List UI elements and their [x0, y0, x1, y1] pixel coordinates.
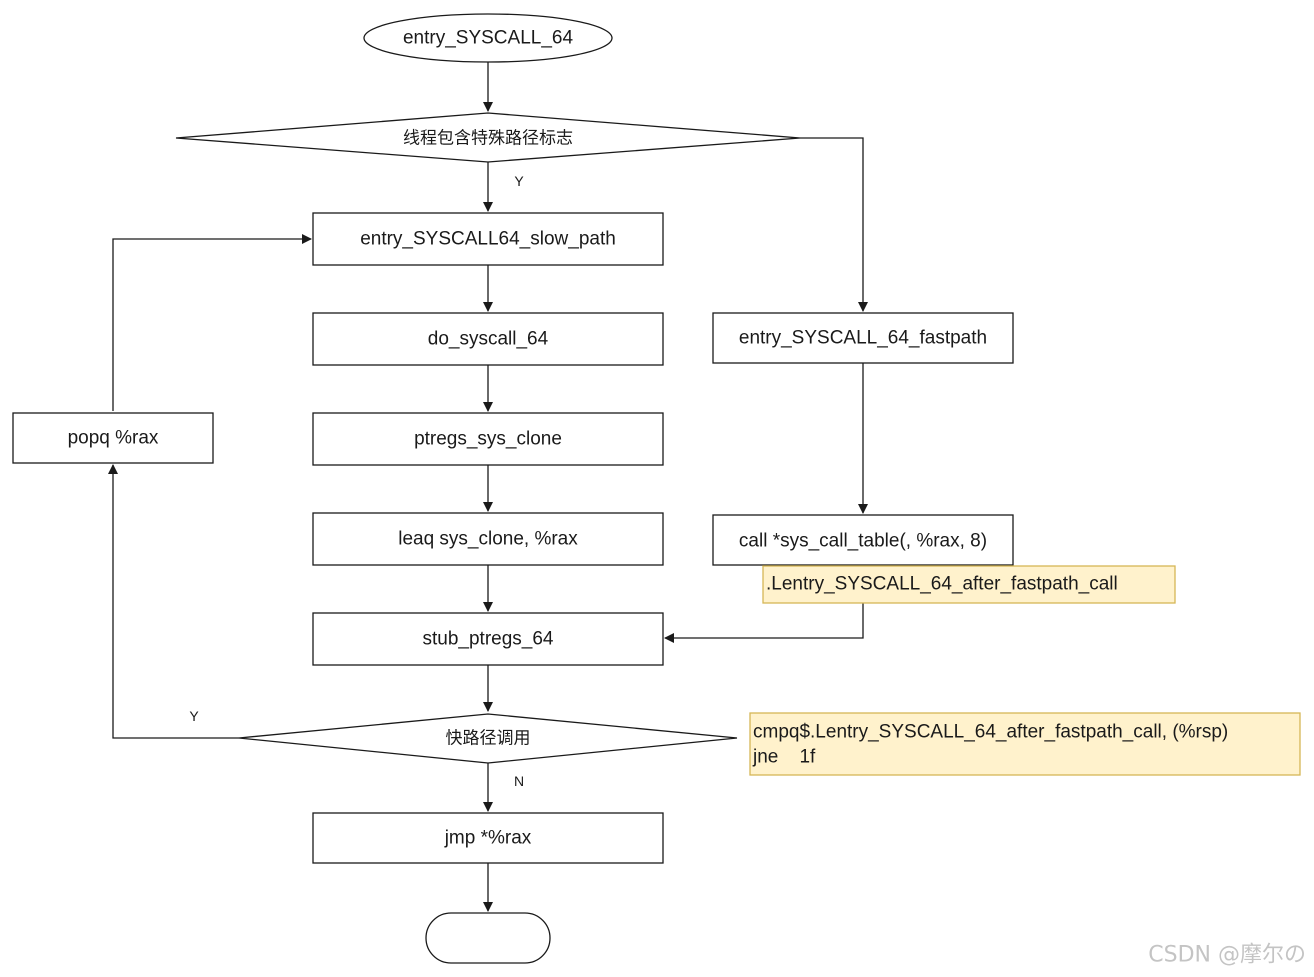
node-call-table-label: call *sys_call_table(, %rax, 8): [739, 531, 987, 552]
edge-label-flag-yes: Y: [514, 173, 524, 189]
node-slow-path: entry_SYSCALL64_slow_path: [312, 212, 664, 266]
edges: [108, 62, 868, 912]
node-slow-path-label: entry_SYSCALL64_slow_path: [360, 229, 616, 250]
node-ptregs-sys-clone: ptregs_sys_clone: [312, 412, 664, 466]
node-fastpath-label: entry_SYSCALL_64_fastpath: [739, 328, 987, 349]
node-do-syscall: do_syscall_64: [312, 312, 664, 366]
node-call-table: call *sys_call_table(, %rax, 8): [712, 514, 1014, 566]
edge-label-fast-no: N: [514, 773, 524, 789]
node-decision-fastpath: 快路径调用: [238, 713, 738, 764]
edge-decision-to-fastpath: [800, 137, 868, 312]
node-do-syscall-label: do_syscall_64: [428, 329, 549, 350]
node-fastpath: entry_SYSCALL_64_fastpath: [712, 312, 1014, 364]
node-stub-ptregs-label: stub_ptregs_64: [423, 629, 554, 650]
edge-label-fast-yes: Y: [189, 708, 199, 724]
note-cmpq-line2: jne 1f: [752, 747, 816, 768]
note-cmpq: cmpq$.Lentry_SYSCALL_64_after_fastpath_c…: [749, 712, 1301, 776]
edge-call-to-stub: [664, 603, 864, 643]
node-leaq: leaq sys_clone, %rax: [312, 512, 664, 566]
node-decision-fastpath-label: 快路径调用: [446, 729, 531, 748]
node-start: entry_SYSCALL_64: [363, 13, 613, 63]
watermark: CSDN @摩尔の: [1148, 943, 1306, 968]
node-decision-flag: 线程包含特殊路径标志: [175, 112, 801, 163]
node-ptregs-sys-clone-label: ptregs_sys_clone: [414, 429, 562, 450]
edge-decision-to-popq: [108, 464, 239, 739]
note-after-fastpath-call-label: .Lentry_SYSCALL_64_after_fastpath_call: [766, 574, 1118, 595]
node-decision-flag-label: 线程包含特殊路径标志: [403, 129, 573, 148]
node-stub-ptregs: stub_ptregs_64: [312, 612, 664, 666]
note-cmpq-line1: cmpq$.Lentry_SYSCALL_64_after_fastpath_c…: [753, 722, 1228, 743]
node-jmp-label: jmp *%rax: [444, 828, 532, 849]
node-start-label: entry_SYSCALL_64: [403, 28, 573, 49]
node-jmp: jmp *%rax: [312, 812, 664, 864]
node-end: [425, 912, 551, 964]
node-popq: popq %rax: [12, 412, 214, 464]
edge-popq-to-slow-path: [112, 234, 312, 411]
node-popq-label: popq %rax: [68, 428, 159, 449]
node-leaq-label: leaq sys_clone, %rax: [398, 529, 578, 550]
note-after-fastpath-call: .Lentry_SYSCALL_64_after_fastpath_call: [762, 565, 1176, 604]
